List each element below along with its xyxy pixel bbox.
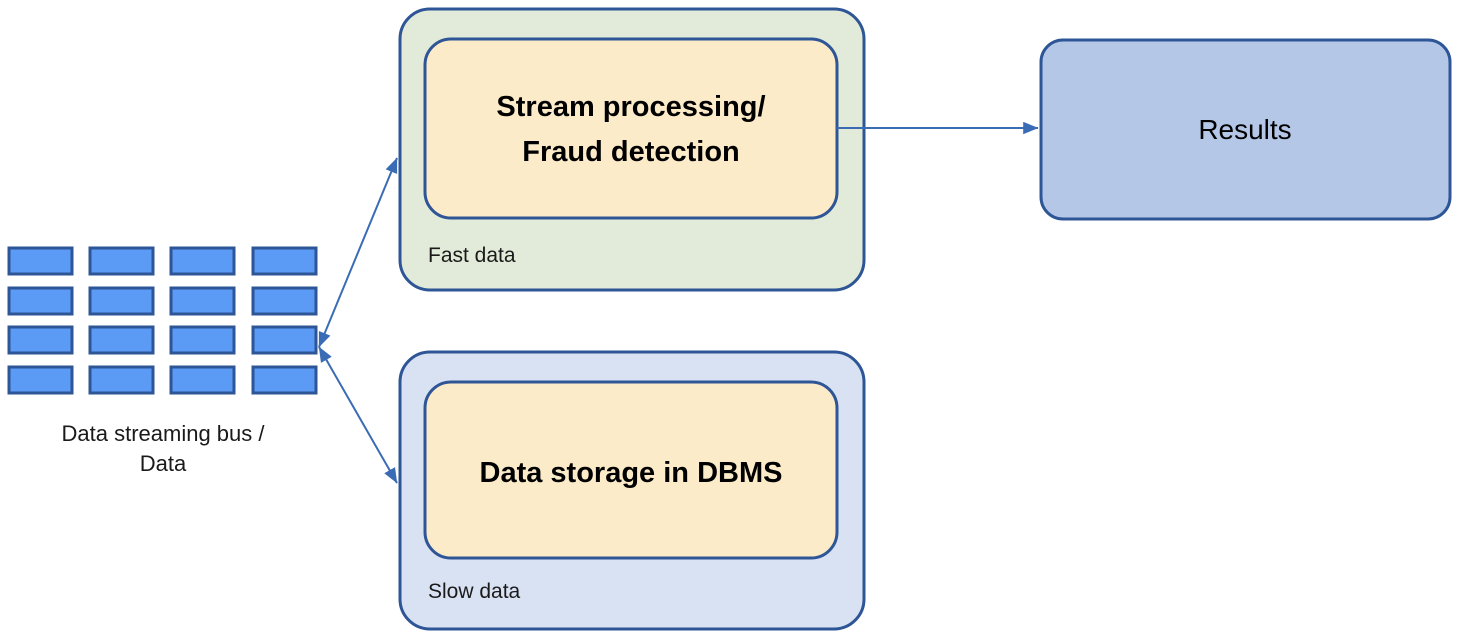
data-storage-node: [423, 380, 839, 560]
bus-block: [88, 365, 155, 395]
bus-block-grid: [7, 246, 318, 395]
results-node-box: [1039, 38, 1452, 221]
bus-block: [88, 246, 155, 276]
slow-data-container: Data storage in DBMS Slow data: [398, 350, 866, 631]
bus-block: [7, 246, 74, 276]
bus-block: [7, 286, 74, 316]
results-label: Results: [1198, 114, 1291, 145]
connector-bus-to-slow-data: [318, 346, 398, 484]
data-streaming-bus: Data streaming bus / Data: [7, 246, 318, 476]
bus-block: [251, 365, 318, 395]
bus-block: [169, 246, 236, 276]
data-bus-caption-line2: Data: [140, 451, 187, 476]
bus-block: [169, 286, 236, 316]
connector-bus-to-fast-data: [318, 157, 398, 348]
bus-block: [251, 325, 318, 355]
fast-data-container: Stream processing/ Fraud detection Fast …: [398, 7, 866, 292]
bus-block: [251, 246, 318, 276]
stream-processing-label-line2: Fraud detection: [522, 136, 740, 168]
stream-processing-node: [423, 37, 839, 220]
data-bus-caption-line1: Data streaming bus /: [62, 421, 266, 446]
results-node: Results: [1039, 38, 1452, 221]
bus-block: [88, 325, 155, 355]
bus-block: [7, 325, 74, 355]
connectors: [318, 121, 1039, 484]
bus-block: [88, 286, 155, 316]
bus-block: [169, 365, 236, 395]
data-storage-label: Data storage in DBMS: [480, 457, 783, 489]
stream-processing-label-line1: Stream processing/: [496, 91, 765, 123]
fast-data-caption: Fast data: [428, 244, 516, 267]
bus-block: [169, 325, 236, 355]
bus-block: [251, 286, 318, 316]
slow-data-caption: Slow data: [428, 580, 521, 603]
bus-block: [7, 365, 74, 395]
